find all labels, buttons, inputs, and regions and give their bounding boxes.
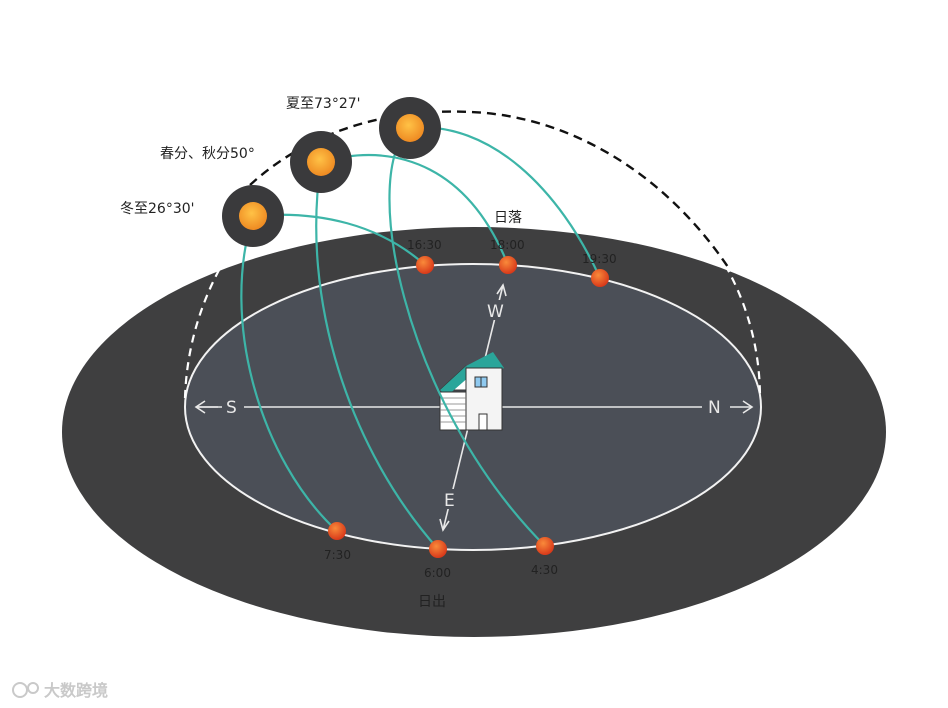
sun-label-equinox: 春分、秋分50° xyxy=(160,146,255,162)
sunset-time-1630: 16:30 xyxy=(407,238,442,252)
watermark-text: 大数跨境 xyxy=(44,681,108,700)
direction-west: W xyxy=(487,302,504,322)
sunset-time-1800: 18:00 xyxy=(490,238,525,252)
sun-label-winter: 冬至26°30' xyxy=(120,201,194,217)
direction-east: E xyxy=(444,491,455,511)
sunrise-time-600: 6:00 xyxy=(424,566,451,580)
direction-north: N xyxy=(708,398,721,418)
watermark-logo-icon xyxy=(12,682,39,698)
sunset-point-1930 xyxy=(591,269,609,287)
path-summer-to-sunrise xyxy=(388,127,546,547)
sunset-point-1800 xyxy=(499,256,517,274)
sunrise-time-430: 4:30 xyxy=(531,563,558,577)
sunrise-time-730: 7:30 xyxy=(324,548,351,562)
sunset-point-1630 xyxy=(416,256,434,274)
sunset-event-label: 日落 xyxy=(494,210,522,226)
sun-equinox xyxy=(290,131,352,193)
sunrise-event-label: 日出 xyxy=(418,594,446,610)
sun-label-summer: 夏至73°27' xyxy=(286,96,360,112)
north-arrow-icon xyxy=(742,400,754,414)
sunrise-point-730 xyxy=(328,522,346,540)
east-arrow-icon xyxy=(439,518,450,532)
sunrise-point-430 xyxy=(536,537,554,555)
path-winter-to-sunrise xyxy=(240,215,338,532)
west-arrow-icon xyxy=(496,283,507,297)
sun-summer xyxy=(379,97,441,159)
house-icon xyxy=(438,352,504,431)
sunset-time-1930: 19:30 xyxy=(582,252,617,266)
sun-winter xyxy=(222,185,284,247)
direction-south: S xyxy=(226,398,237,418)
sunrise-point-600 xyxy=(429,540,447,558)
meridian-arc xyxy=(183,110,762,399)
path-equinox-to-sunrise xyxy=(315,161,439,550)
south-arrow-icon xyxy=(194,400,218,414)
